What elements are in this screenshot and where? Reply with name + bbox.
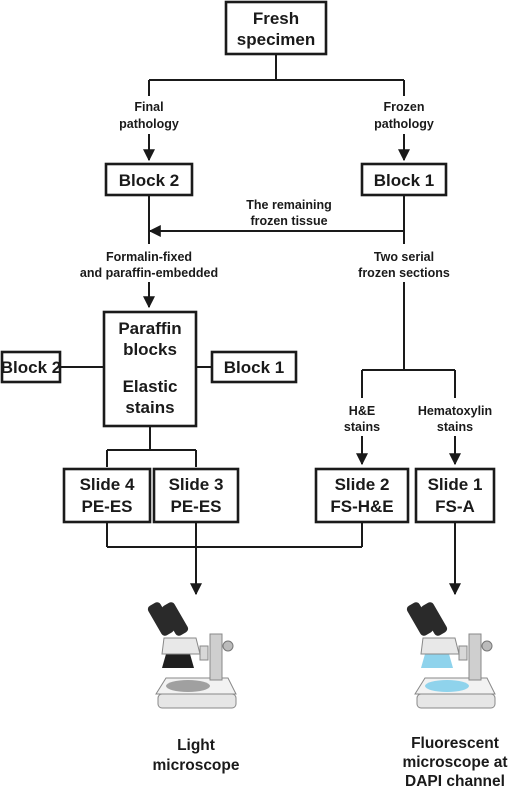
fluor-caption-line-2: microscope at	[402, 754, 507, 771]
block1-side-box: Block 1	[210, 350, 298, 384]
slide3-box: Slide 3 PE-ES	[152, 467, 240, 524]
hema-line-1: Hematoxylin	[418, 404, 492, 418]
block2-top-box: Block 2	[104, 162, 194, 197]
fresh-specimen-line-2: specimen	[237, 30, 315, 49]
light-microscope-caption: Light microscope	[152, 737, 239, 774]
connectors	[60, 54, 461, 596]
slide1-line-2: FS-A	[435, 497, 475, 516]
light-stage-plate	[166, 680, 210, 692]
formalin-fixed-label: Formalin-fixed and paraffin-embedded	[78, 246, 222, 282]
fluorescent-microscope-caption: Fluorescent microscope at DAPI channel	[402, 735, 507, 790]
light-caption-line-2: microscope	[152, 757, 239, 774]
slide4-line-1: Slide 4	[80, 475, 135, 494]
block1-top-label: Block 1	[374, 171, 434, 190]
formalin-line-1: Formalin-fixed	[106, 250, 192, 264]
light-microscope-icon	[147, 602, 237, 709]
block1-top-box: Block 1	[360, 162, 448, 197]
final-pathology-line-1: Final	[134, 100, 163, 114]
serial-line-2: frozen sections	[358, 266, 450, 280]
frozen-pathology-line-1: Frozen	[384, 100, 425, 114]
he-line-2: stains	[344, 420, 380, 434]
fresh-specimen-line-1: Fresh	[253, 9, 299, 28]
block2-side-box: Block 2	[0, 350, 62, 384]
slide2-line-2: FS-H&E	[330, 497, 393, 516]
remaining-line-2: frozen tissue	[250, 214, 327, 228]
hema-line-2: stains	[437, 420, 473, 434]
fluor-caption-line-1: Fluorescent	[411, 735, 499, 752]
he-line-1: H&E	[349, 404, 375, 418]
fluor-objective	[421, 654, 453, 668]
paraffin-line-2: blocks	[123, 340, 177, 359]
paraffin-line-3: Elastic	[123, 377, 178, 396]
paraffin-line-4: stains	[125, 398, 174, 417]
frozen-pathology-label: Frozen pathology	[365, 96, 445, 134]
serial-line-1: Two serial	[374, 250, 434, 264]
slide1-line-1: Slide 1	[428, 475, 483, 494]
paraffin-line-1: Paraffin	[118, 319, 181, 338]
block1-side-label: Block 1	[224, 358, 284, 377]
fresh-specimen-box: Fresh specimen	[224, 0, 328, 56]
fluorescent-microscope-icon	[406, 602, 496, 709]
remaining-line-1: The remaining	[246, 198, 331, 212]
hematoxylin-stains-label: Hematoxylin stains	[410, 400, 500, 436]
slide3-line-2: PE-ES	[170, 497, 221, 516]
slide4-box: Slide 4 PE-ES	[62, 467, 152, 524]
final-pathology-line-2: pathology	[119, 117, 179, 131]
frozen-pathology-line-2: pathology	[374, 117, 434, 131]
slide2-line-1: Slide 2	[335, 475, 390, 494]
serial-sections-label: Two serial frozen sections	[350, 246, 458, 282]
slide4-line-2: PE-ES	[81, 497, 132, 516]
he-stains-label: H&E stains	[336, 400, 388, 436]
light-caption-line-1: Light	[177, 737, 215, 754]
fluor-caption-line-3: DAPI channel	[405, 773, 505, 790]
slide3-line-1: Slide 3	[169, 475, 224, 494]
slide1-box: Slide 1 FS-A	[414, 467, 496, 524]
block2-side-label: Block 2	[1, 358, 61, 377]
slide2-box: Slide 2 FS-H&E	[314, 467, 410, 524]
final-pathology-label: Final pathology	[110, 96, 190, 134]
paraffin-blocks-box: Paraffin blocks Elastic stains	[102, 310, 198, 428]
fluor-stage-plate	[425, 680, 469, 692]
formalin-line-2: and paraffin-embedded	[80, 266, 218, 280]
remaining-frozen-tissue-label: The remaining frozen tissue	[246, 198, 331, 228]
block2-top-label: Block 2	[119, 171, 179, 190]
